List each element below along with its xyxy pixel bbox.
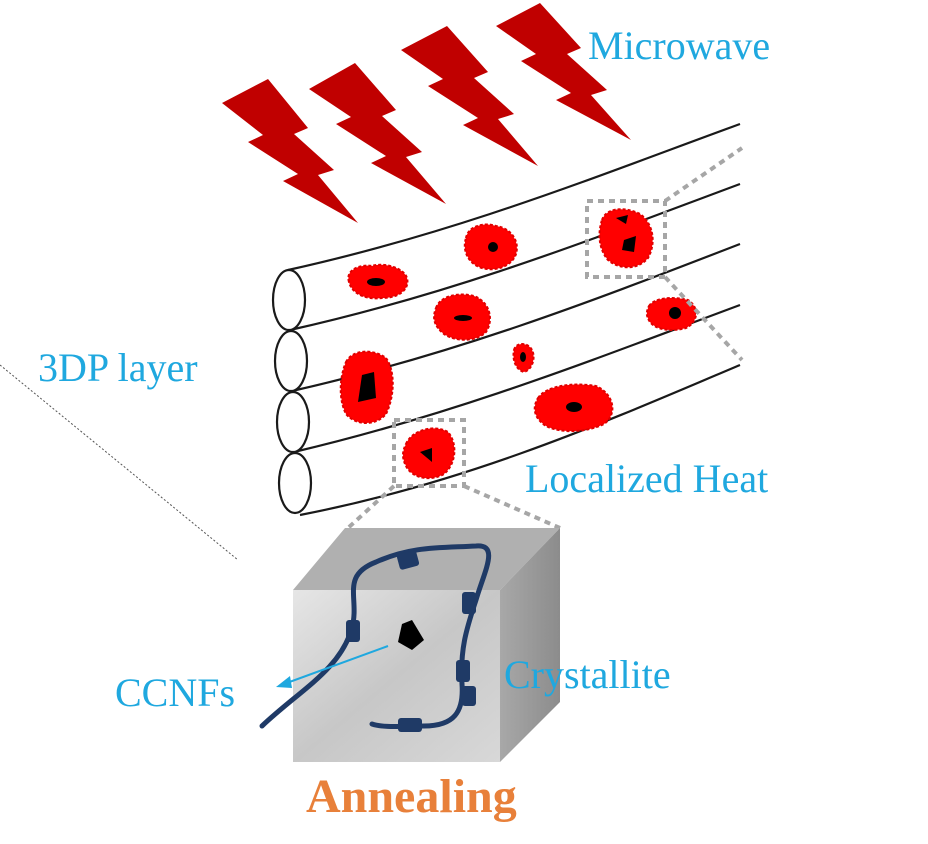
3dp-layer-label: 3DP layer (38, 345, 198, 390)
ccnf-pointer-arrow (276, 645, 389, 688)
hot-spot-icon (463, 223, 518, 271)
filament-stack (271, 122, 741, 517)
hot-spot-icon (433, 293, 491, 341)
annealing-label: Annealing (306, 770, 517, 823)
hot-spot-icon (347, 263, 409, 300)
lightning-bolt-icon (496, 3, 631, 140)
hot-spot-icon (598, 208, 654, 269)
crystallite-core (398, 620, 424, 650)
microwave-label: Microwave (588, 23, 770, 68)
lightning-bolts (222, 3, 631, 223)
zoom-box-lower (392, 418, 466, 488)
callout-boxes (346, 146, 744, 530)
lightning-bolt-icon (309, 63, 446, 204)
localized-heat-label: Localized Heat (525, 456, 768, 501)
hot-spots (339, 208, 697, 480)
hot-spot-icon (533, 383, 614, 432)
lightning-bolt-icon (401, 26, 538, 166)
lightning-bolt-icon (222, 79, 358, 223)
hot-spot-icon (645, 297, 697, 331)
crystallite-label: Crystallite (504, 652, 671, 697)
cube-side-face (500, 528, 560, 762)
fiber-nodes (346, 550, 476, 732)
zoom-box-upper (585, 199, 667, 279)
diagonal-dotted-line (0, 364, 239, 561)
ccnfs-label: CCNFs (115, 670, 235, 715)
filament-end (277, 451, 313, 515)
hot-spot-icon (402, 427, 456, 480)
filament-end (275, 390, 311, 454)
hot-spot-icon (512, 343, 535, 374)
filament-end (271, 268, 307, 332)
hot-spot-icon (339, 350, 394, 424)
filament-end (273, 329, 309, 393)
